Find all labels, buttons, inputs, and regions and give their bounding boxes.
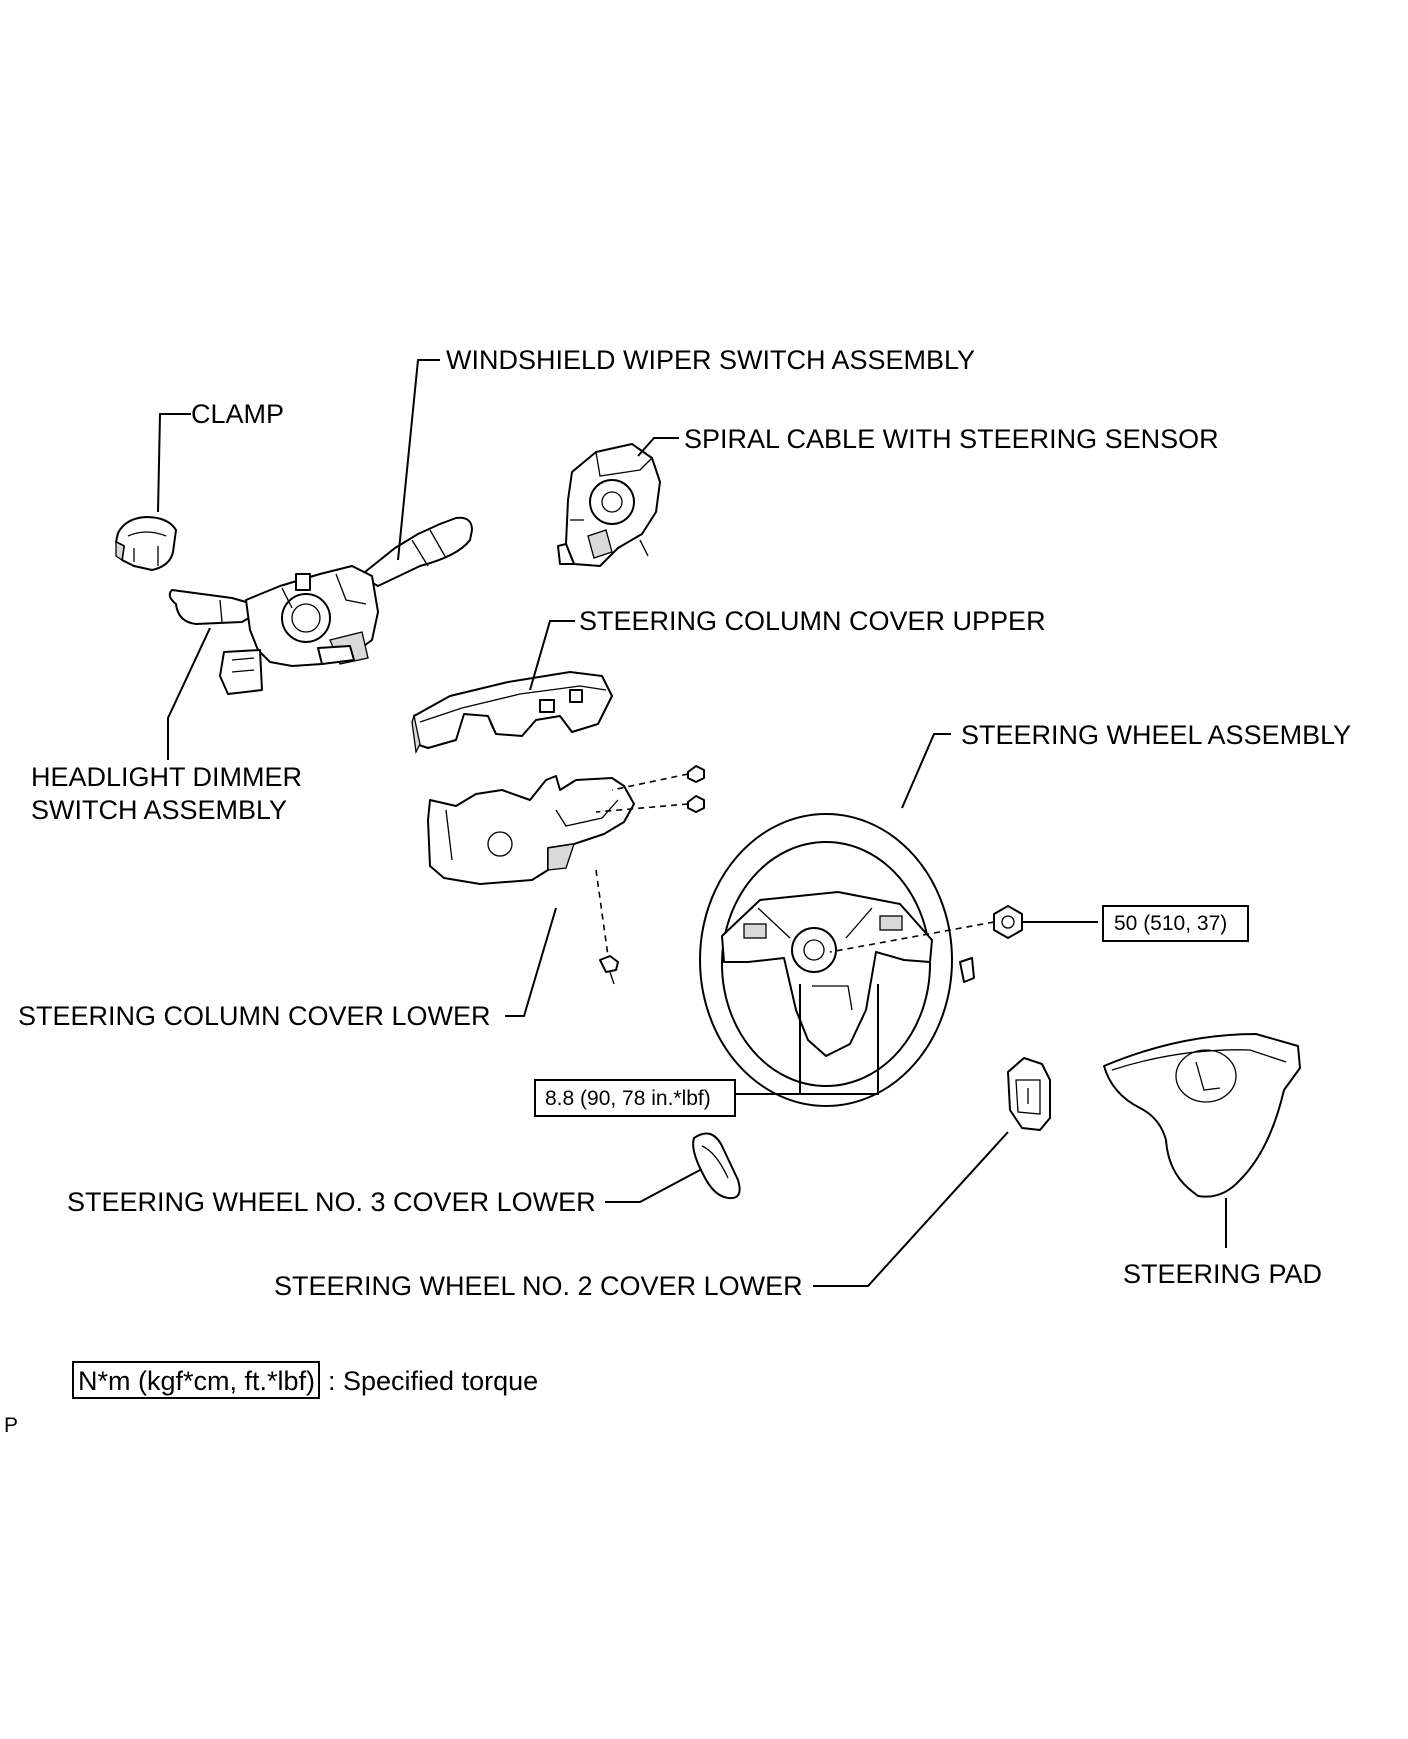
headlight-switch-leader xyxy=(167,627,211,760)
label-spiral-cable: SPIRAL CABLE WITH STEERING SENSOR xyxy=(684,424,1219,454)
legend-unit-text: N*m (kgf*cm, ft.*lbf) xyxy=(78,1366,315,1396)
wheel-no3-cover-leader xyxy=(605,1169,701,1203)
screw-dash-2 xyxy=(595,803,689,813)
wheel-nut xyxy=(993,905,1023,939)
label-steering-pad: STEERING PAD xyxy=(1123,1259,1322,1289)
column-cover-upper-part xyxy=(411,671,613,755)
wheel-no2-cover-leader xyxy=(813,1131,1009,1287)
combination-switch-part xyxy=(168,516,473,695)
label-column-cover-upper: STEERING COLUMN COVER UPPER xyxy=(579,606,1046,636)
screw-dash-1 xyxy=(611,773,689,791)
legend-description: : Specified torque xyxy=(328,1366,538,1396)
clamp-leader xyxy=(157,413,191,513)
label-column-cover-lower: STEERING COLUMN COVER LOWER xyxy=(18,1001,491,1031)
clamp-part xyxy=(115,516,177,571)
label-wheel-no3-cover-lower: STEERING WHEEL NO. 3 COVER LOWER xyxy=(67,1187,596,1217)
torque-box-screws xyxy=(534,1079,736,1117)
wheel-screw-bracket xyxy=(799,984,879,1095)
screw-dash-3 xyxy=(595,869,609,957)
spiral-cable-leader xyxy=(637,437,679,457)
label-steering-wheel-assembly: STEERING WHEEL ASSEMBLY xyxy=(961,720,1351,750)
column-cover-lower-leader xyxy=(505,907,557,1017)
steering-wheel-part xyxy=(699,813,975,1107)
torque-value-screws: 8.8 (90, 78 in.*lbf) xyxy=(545,1087,711,1110)
wheel-no3-cover-part xyxy=(692,1132,741,1200)
steering-pad-part xyxy=(1103,1033,1301,1198)
column-cover-lower-part xyxy=(427,775,635,885)
spiral-cable-part xyxy=(557,443,661,567)
label-windshield-wiper-switch: WINDSHIELD WIPER SWITCH ASSEMBLY xyxy=(446,345,975,375)
wiper-switch-leader xyxy=(397,359,440,561)
column-cover-upper-leader xyxy=(529,620,575,691)
label-clamp: CLAMP xyxy=(191,399,284,429)
legend-unit-box xyxy=(72,1361,320,1399)
wheel-no2-cover-part xyxy=(1007,1057,1051,1131)
torque-box-nut xyxy=(1102,905,1249,942)
nut-dash xyxy=(829,921,995,953)
label-wheel-no2-cover-lower: STEERING WHEEL NO. 2 COVER LOWER xyxy=(274,1271,803,1301)
steering-wheel-leader xyxy=(901,733,951,809)
cover-screws xyxy=(599,765,705,985)
corner-mark: P xyxy=(4,1414,18,1437)
torque-value-nut: 50 (510, 37) xyxy=(1114,912,1227,935)
label-headlight-dimmer-line1: HEADLIGHT DIMMER xyxy=(31,762,302,792)
label-headlight-dimmer-line2: SWITCH ASSEMBLY xyxy=(31,795,287,825)
